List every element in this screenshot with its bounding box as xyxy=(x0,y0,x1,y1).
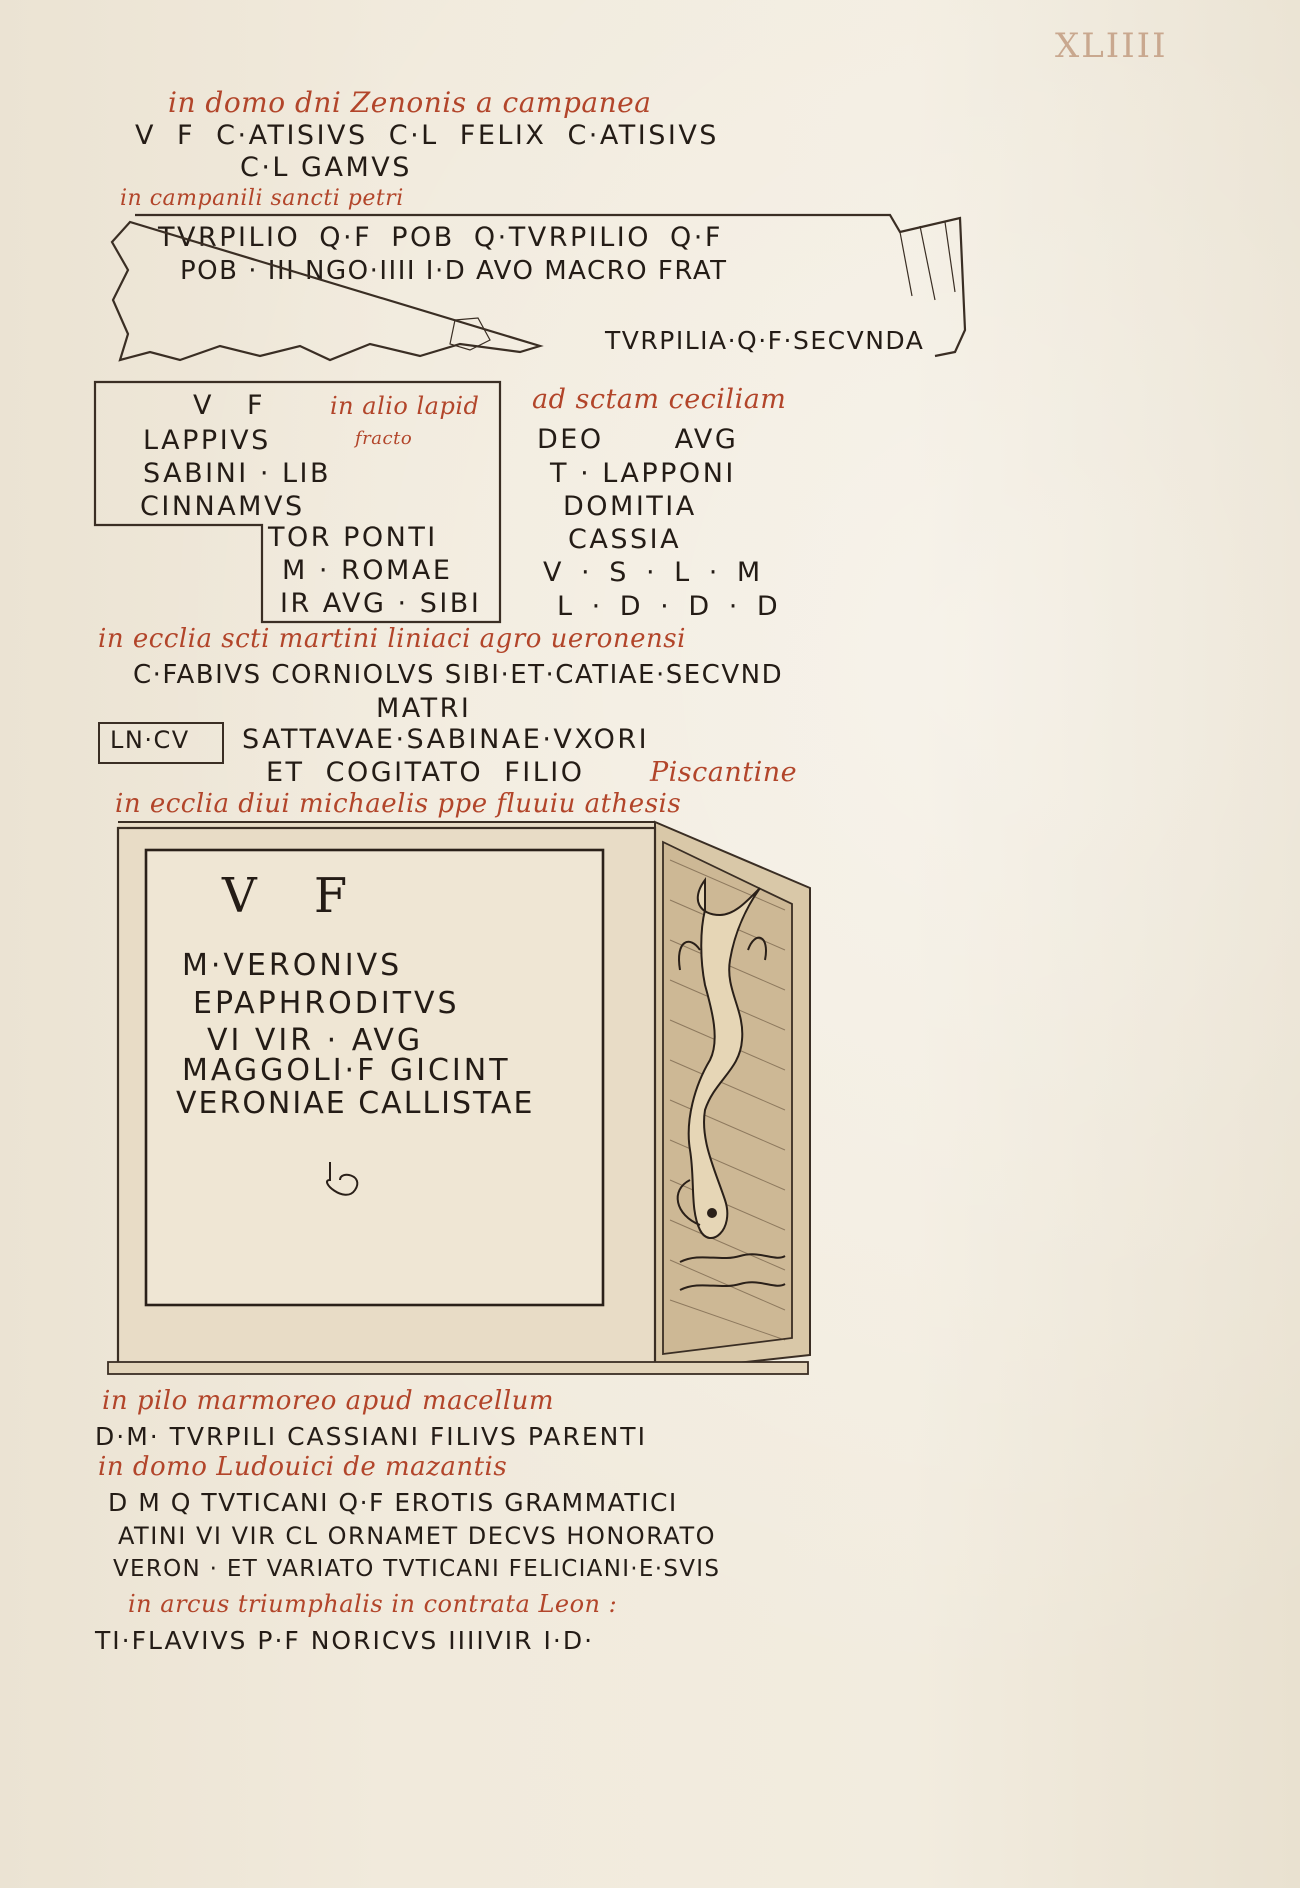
altar-line: EPAPHRODITVS xyxy=(193,986,460,1021)
entry6-line1: D·M· TVRPILI CASSIANI FILIVS PARENTI xyxy=(95,1422,647,1451)
entry3-left-line: IR AVG · SIBI xyxy=(280,588,482,619)
altar-line: VERONIAE CALLISTAE xyxy=(176,1086,535,1121)
entry1-line1: V F C·ATISIVS C·L FELIX C·ATISIVS xyxy=(135,120,719,151)
entry4-line2: MATRI xyxy=(376,693,472,724)
altar-vf: V F xyxy=(222,868,352,924)
entry3-left-line: M · ROMAE xyxy=(282,555,453,586)
entry3-right-line: DEO AVG xyxy=(537,424,739,455)
entry2-line3: TVRPILIA·Q·F·SECVNDA xyxy=(605,326,925,355)
entry3-right-line: V · S · L · M xyxy=(543,557,763,588)
entry4-line3: SATTAVAE·SABINAE·VXORI xyxy=(242,724,650,755)
entry3-left-line: SABINI · LIB xyxy=(143,458,332,489)
entry3-left-line: TOR PONTI xyxy=(268,522,438,553)
entry6-heading: in pilo marmoreo apud macellum xyxy=(102,1386,555,1416)
altar-drawing xyxy=(107,820,811,1375)
entry3-left-line: CINNAMVS xyxy=(140,491,305,522)
entry2-heading: in campanili sancti petri xyxy=(120,186,404,211)
altar-line: VI VIR · AVG xyxy=(207,1023,424,1058)
altar-line: M·VERONIVS xyxy=(182,948,403,983)
entry7-line2: ATINI VI VIR CL ORNAMET DECVS HONORATO xyxy=(118,1522,717,1550)
entry4-note: Piscantine xyxy=(650,757,798,788)
entry3-right-line: L · D · D · D xyxy=(557,591,781,622)
altar-line: MAGGOLI·F GICINT xyxy=(182,1053,511,1088)
entry3-left-line: LAPPIVS xyxy=(143,425,271,456)
entry4-line1: C·FABIVS CORNIOLVS SIBI·ET·CATIAE·SECVND xyxy=(133,660,784,690)
entry4-box-text: LN·CV xyxy=(110,726,190,754)
entry3-right-line: T · LAPPONI xyxy=(550,458,736,489)
entry3-vf: V F xyxy=(193,390,266,421)
folio-number: XLIIII xyxy=(1055,26,1168,66)
entry4-line4: ET COGITATO FILIO xyxy=(266,757,585,788)
entry3-note1: in alio lapid xyxy=(330,392,480,420)
entry4-heading: in ecclia scti martini liniaci agro uero… xyxy=(98,624,686,654)
entry3-note2: fracto xyxy=(355,428,413,449)
entry3-right-line: CASSIA xyxy=(568,524,682,555)
broken-stone-outline-icon xyxy=(93,213,967,624)
entry2-line2: POB · III NGO·IIII I·D AVO MACRO FRAT xyxy=(180,256,728,286)
hedera-leaf-icon xyxy=(326,1162,359,1196)
entry1-heading: in domo dni Zenonis a campanea xyxy=(168,86,652,119)
entry7-heading: in domo Ludouici de mazantis xyxy=(98,1452,508,1482)
entry8-line1: TI·FLAVIVS P·F NORICVS IIIIVIR I·D· xyxy=(95,1626,595,1655)
entry1-line2: C·L GAMVS xyxy=(240,152,412,183)
entry7-line1: D M Q TVTICANI Q·F EROTIS GRAMMATICI xyxy=(108,1488,678,1517)
entry3-right-line: DOMITIA xyxy=(563,491,697,522)
entry3-location: ad sctam ceciliam xyxy=(532,384,787,415)
entry2-line1: TVRPILIO Q·F POB Q·TVRPILIO Q·F xyxy=(158,222,723,253)
entry5-heading: in ecclia diui michaelis ppe fluuiu athe… xyxy=(115,789,682,819)
entry4-box xyxy=(98,722,224,764)
entry7-line3: VERON · ET VARIATO TVTICANI FELICIANI·E·… xyxy=(113,1556,721,1582)
entry8-heading: in arcus triumphalis in contrata Leon : xyxy=(128,1590,618,1618)
dolphin-relief-icon xyxy=(676,876,786,1291)
